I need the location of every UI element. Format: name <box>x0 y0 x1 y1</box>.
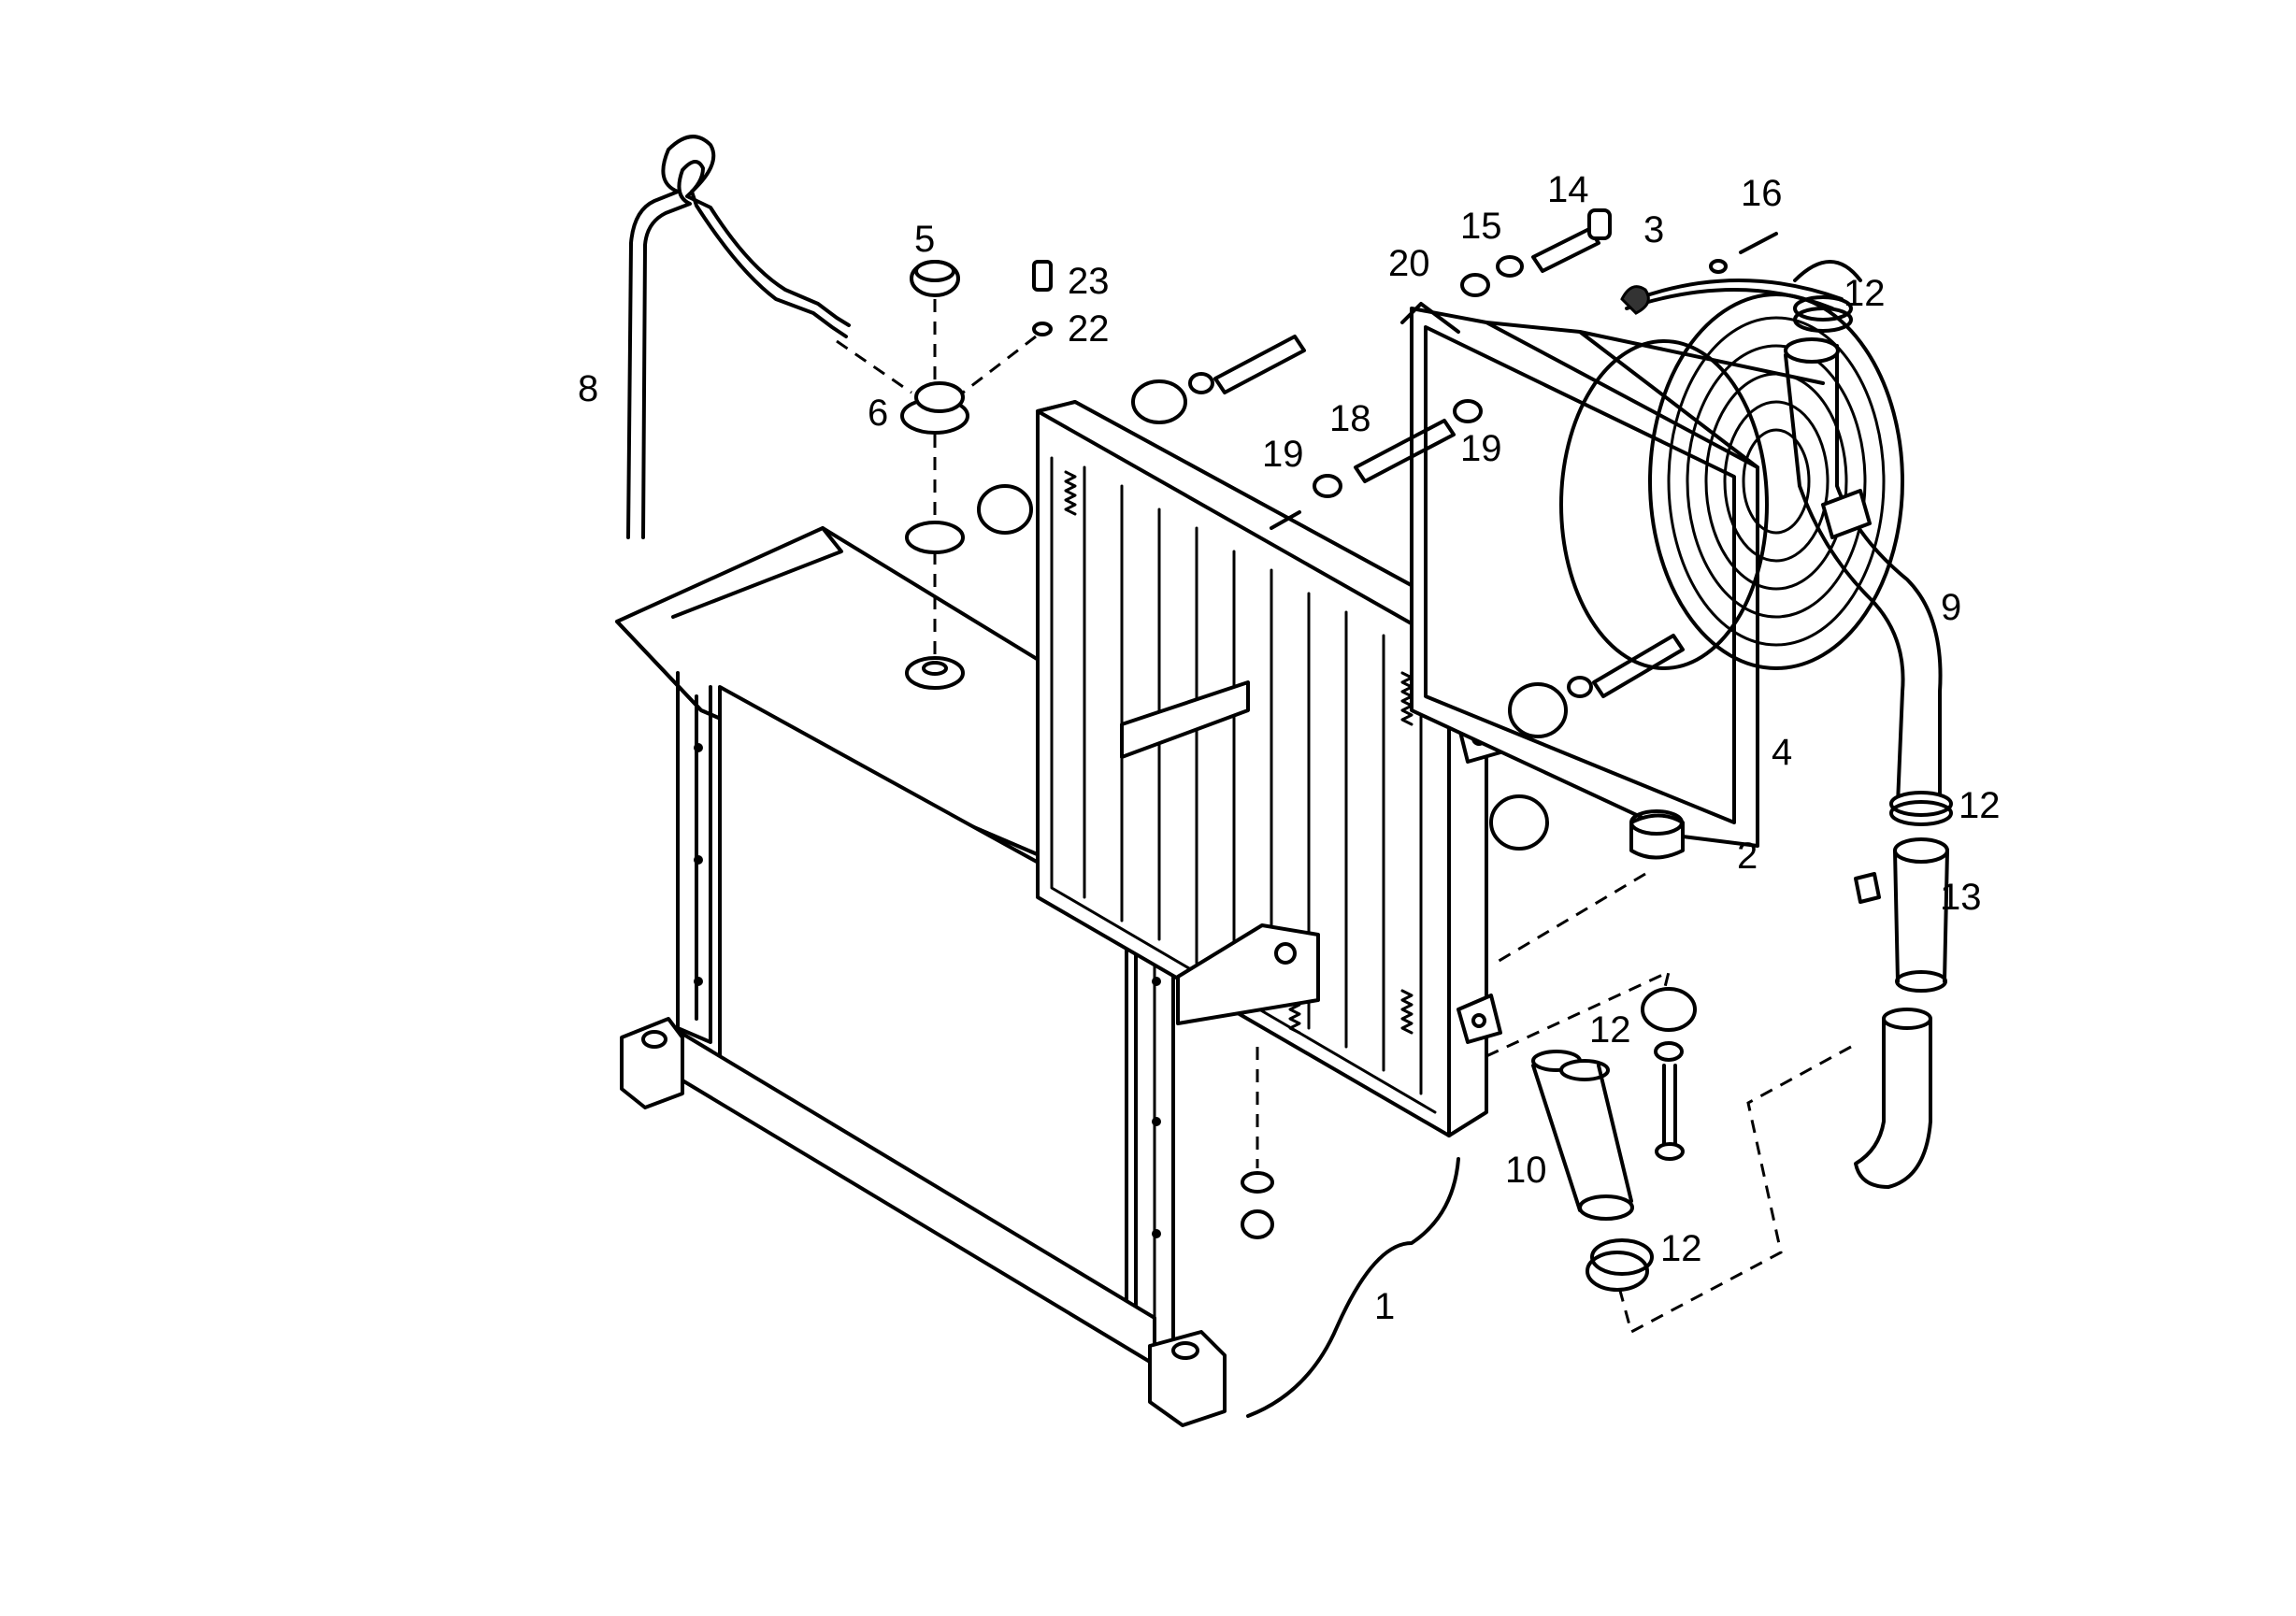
callout-16: 16 <box>1741 173 1783 214</box>
lower-mount <box>1241 872 1697 1239</box>
callout-12-right: 12 <box>1959 785 2001 826</box>
callout-20: 20 <box>1388 243 1430 284</box>
callout-19-right: 19 <box>1460 428 1502 469</box>
callout-15: 15 <box>1460 206 1502 247</box>
callout-19-left: 19 <box>1262 434 1304 475</box>
radiator-core <box>1036 400 1502 1137</box>
callout-5: 5 <box>914 219 936 260</box>
fan-assembly <box>1620 260 1904 670</box>
callout-14: 14 <box>1547 169 1589 210</box>
upper-hose <box>1784 295 1943 806</box>
clamp-12-upper <box>1889 791 1953 826</box>
leader-line-1 <box>1246 1157 1460 1418</box>
callout-13: 13 <box>1940 877 1982 918</box>
callout-23: 23 <box>1068 261 1110 302</box>
callout-9: 9 <box>1941 587 1962 628</box>
fasteners <box>1270 208 1778 530</box>
callout-12-top: 12 <box>1844 273 1886 314</box>
overflow-pipe <box>626 135 851 539</box>
callout-12-low: 12 <box>1660 1228 1702 1269</box>
hose-10 <box>1531 1050 1654 1292</box>
callout-6: 6 <box>868 393 889 434</box>
mount-rubber-top <box>977 335 1685 860</box>
callout-10: 10 <box>1505 1150 1547 1191</box>
radiator-frame <box>620 671 1227 1427</box>
callout-4: 4 <box>1772 732 1793 773</box>
lower-hose <box>1615 1008 1932 1335</box>
callout-8: 8 <box>578 368 599 409</box>
hose-connector-13 <box>1854 837 1949 993</box>
callout-22: 22 <box>1068 308 1110 350</box>
callout-1: 1 <box>1374 1286 1396 1327</box>
callout-18: 18 <box>1329 398 1371 439</box>
callout-2: 2 <box>1737 836 1758 877</box>
filler-cap-assembly <box>836 260 1053 690</box>
callout-12-mid: 12 <box>1589 1009 1631 1051</box>
callout-3: 3 <box>1643 209 1665 250</box>
